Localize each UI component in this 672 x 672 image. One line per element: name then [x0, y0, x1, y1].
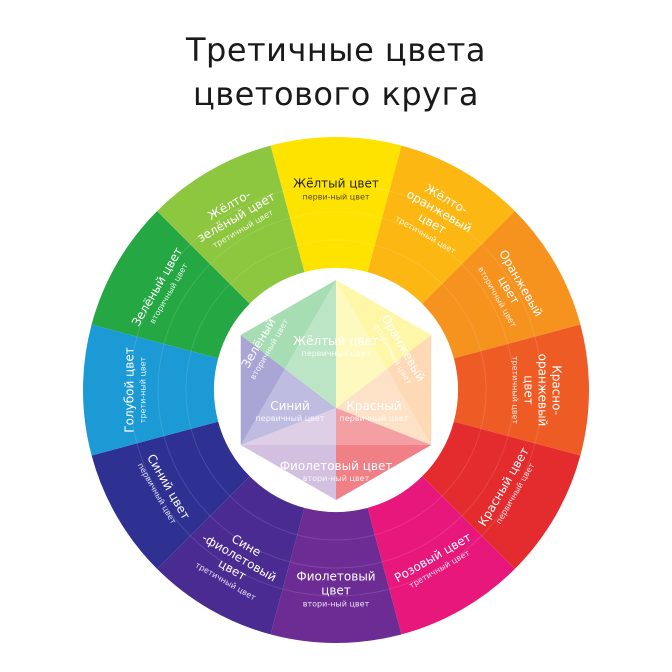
segment-type: трети-ный цвет [139, 356, 148, 423]
segment-yellow-green [157, 145, 305, 304]
title-line-1: Третичные цвета [185, 31, 486, 69]
segment-red-violet [367, 476, 515, 635]
segment-blue-violet [157, 476, 305, 635]
inner-wedge-yellow [336, 280, 432, 408]
segment-name-line: Голубой цвет [123, 347, 137, 432]
inner-wedge-blue [240, 335, 336, 445]
inner-wedge-violet [240, 408, 336, 500]
segment-red [422, 421, 581, 569]
guide-ring [185, 239, 487, 541]
guide-ring [157, 211, 515, 569]
segment-green [91, 211, 250, 359]
segment-name-line: цвет [522, 375, 536, 405]
guide-ring [129, 183, 543, 597]
inner-wedge-red [336, 408, 432, 500]
inner-name: Красный [346, 399, 401, 413]
segment-name-line: Жёлтый цвет [293, 177, 379, 191]
segment-type: втори-ный цвет [303, 600, 370, 609]
inner-type: первичный цвет [340, 414, 409, 423]
inner-type: втори-ный цвет [303, 474, 370, 483]
segment-type: перви-ный цвет [302, 193, 369, 202]
segment-violet [270, 507, 402, 643]
segment-name-line: Красно- [550, 365, 564, 415]
segment-name-line: Фиолетовый [296, 570, 375, 584]
segment-type: третичный цвет [511, 356, 520, 425]
inner-wedge-orange [336, 335, 432, 445]
inner-wedge-green [240, 280, 336, 408]
segment-yellow [270, 137, 402, 273]
inner-name: Фиолетовый цвет [280, 459, 393, 473]
page-title: Третичные цвета цветового круга [0, 28, 672, 116]
segment-yellow-orange [367, 145, 515, 304]
segment-name-line: оранжевый [536, 354, 550, 427]
inner-name: Жёлтый цвет [293, 334, 379, 348]
inner-name: Синий [270, 399, 310, 413]
title-line-2: цветового круга [192, 75, 480, 113]
segment-orange [422, 211, 581, 359]
segment-blue [91, 421, 250, 569]
inner-type: первичный цвет [256, 414, 325, 423]
segment-red-orange [453, 324, 590, 456]
inner-type: первичный цвет [302, 349, 371, 358]
segment-cyan [82, 324, 219, 456]
segment-name-line: цвет [321, 584, 351, 598]
label-yellow: Жёлтый цвет перви-ный цвет [293, 177, 379, 202]
primary-triangle [240, 280, 432, 445]
